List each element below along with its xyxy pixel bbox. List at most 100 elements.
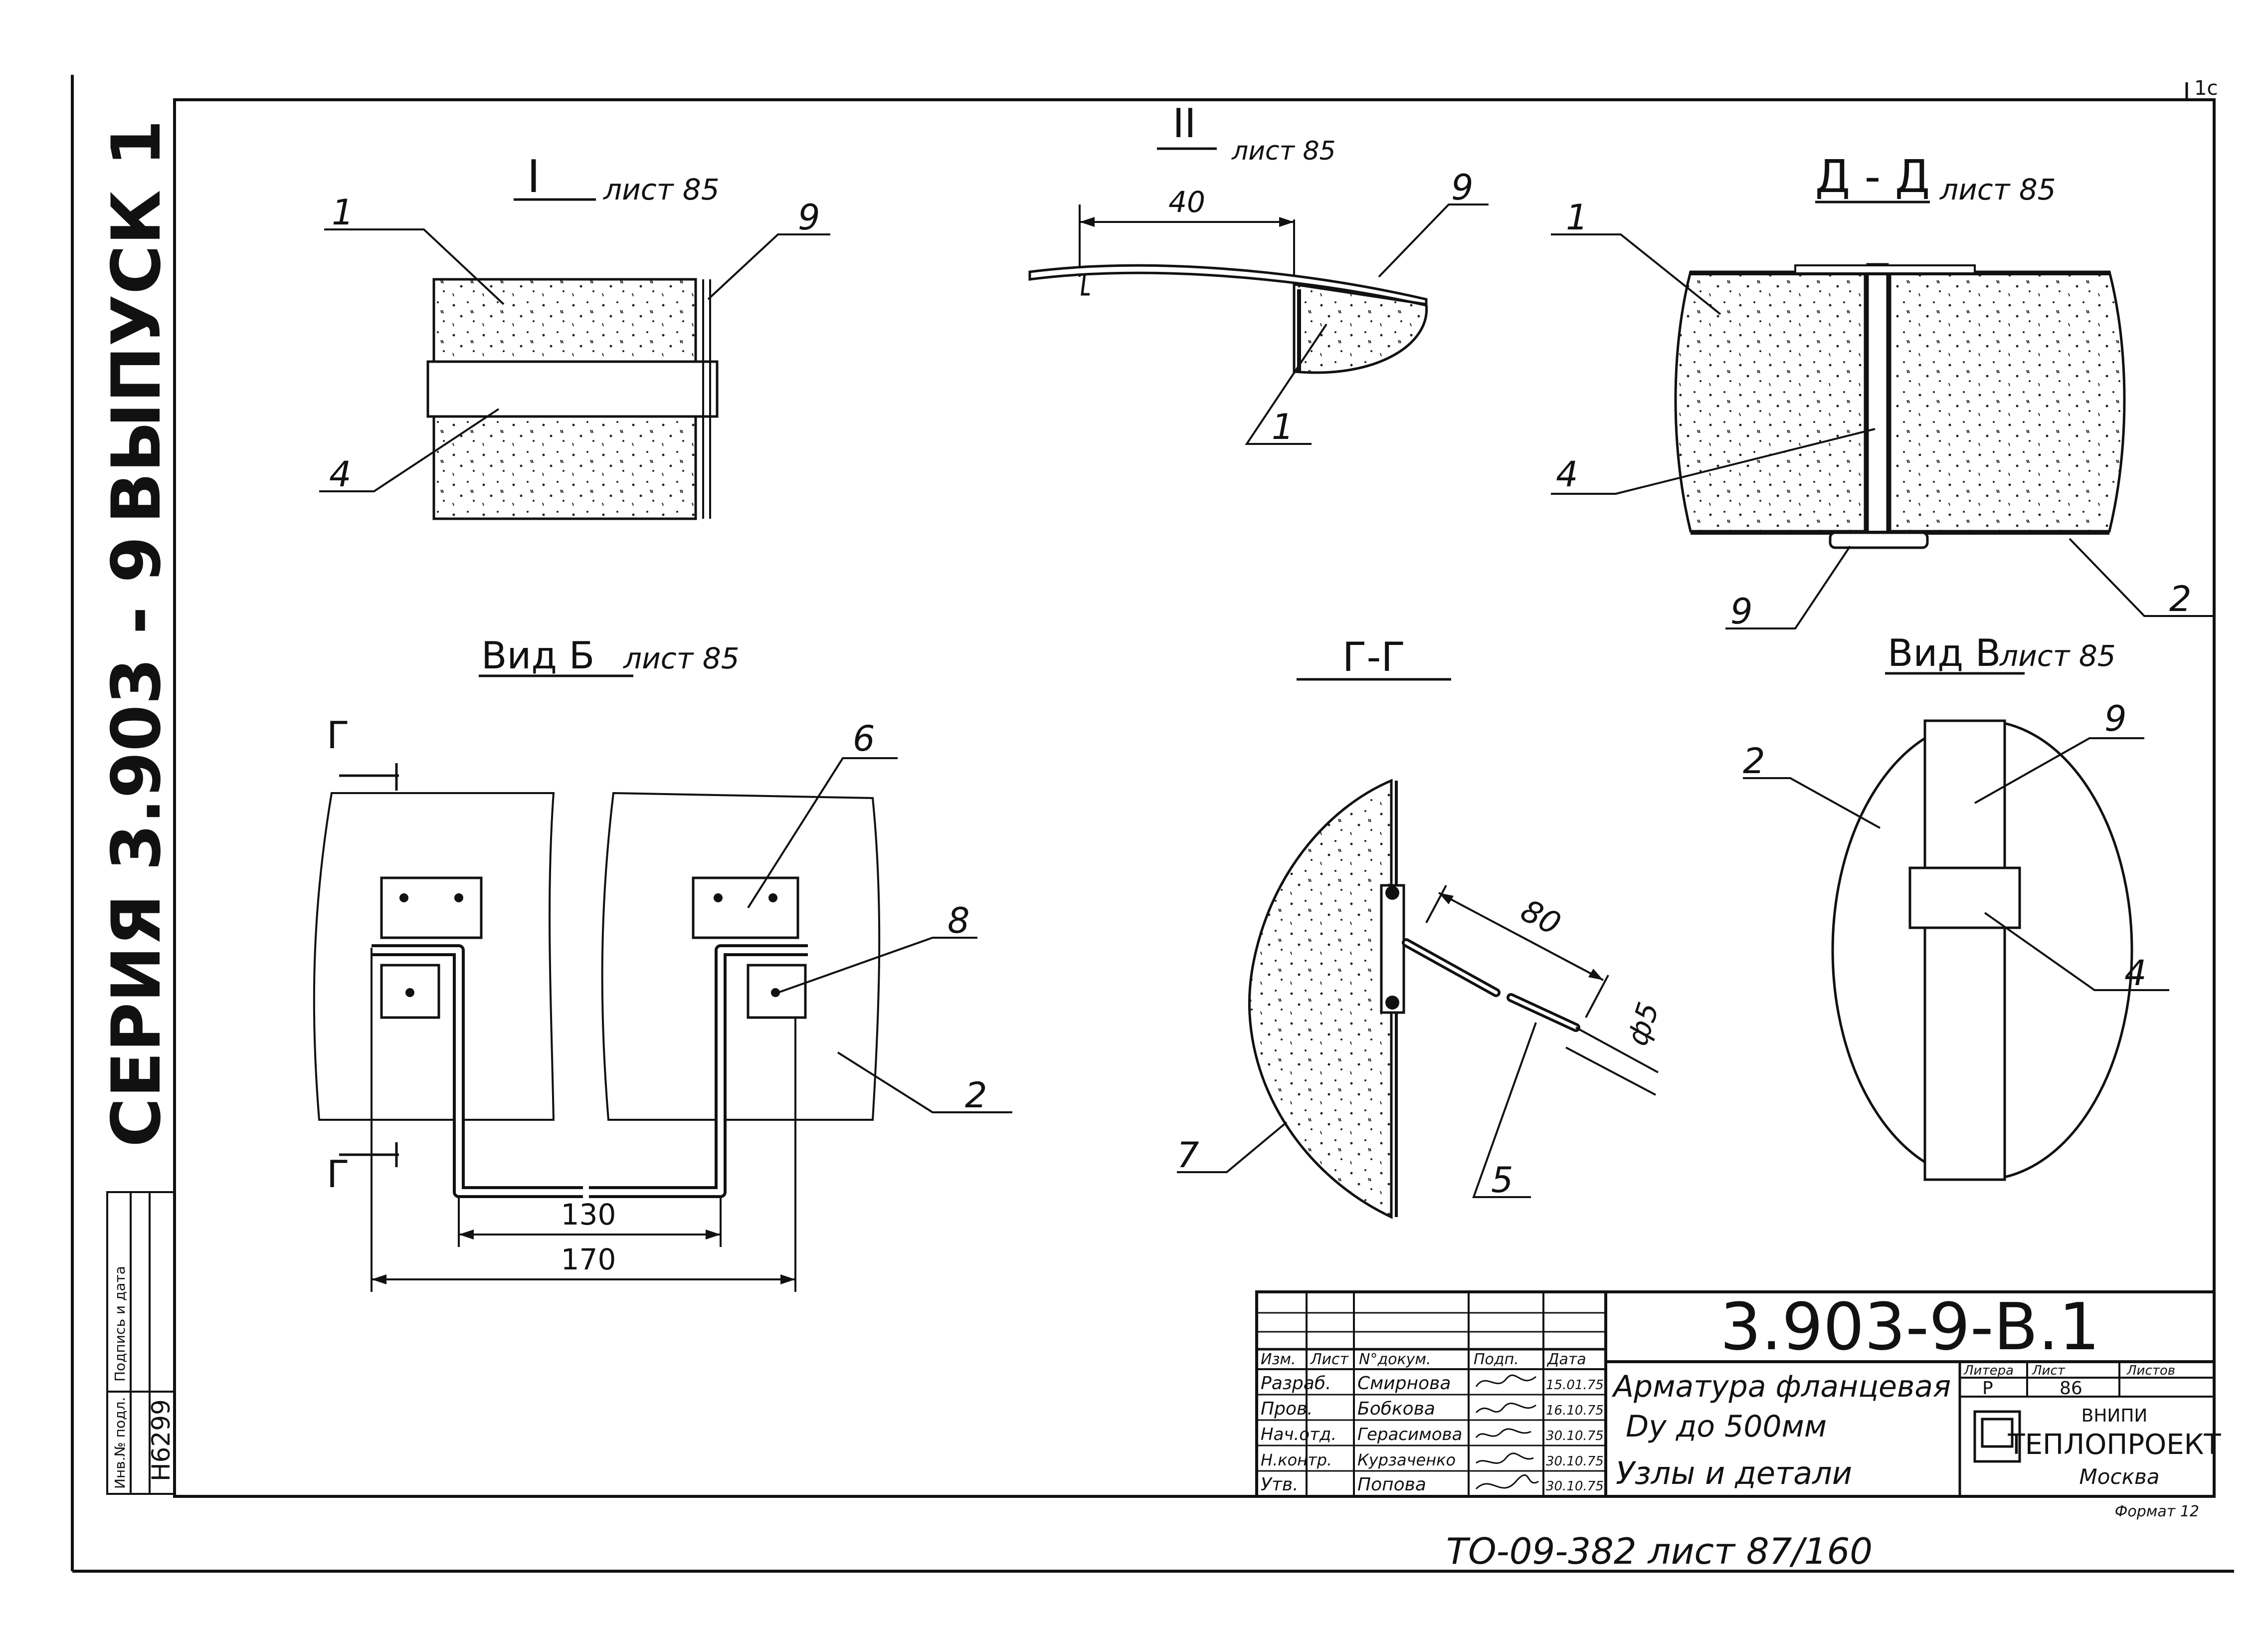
view-V-label-2: 2 xyxy=(1743,741,1765,782)
list-value: 86 xyxy=(2060,1378,2082,1399)
view-DD-insulation-left xyxy=(1674,270,1867,533)
col-header-dokum: N°докум. xyxy=(1359,1351,1431,1368)
section-G-top: Г xyxy=(327,713,350,757)
view-I-label-1: 1 xyxy=(332,192,354,233)
view-V-ref: лист 85 xyxy=(1999,639,2116,673)
row-date: 30.10.75 xyxy=(1546,1479,1604,1494)
side-stamp-inv-value: Н6299 xyxy=(147,1399,176,1481)
footer-ref: ТО-09-382 лист 87/160 xyxy=(1446,1530,1873,1572)
list-label: Лист xyxy=(2032,1363,2066,1378)
view-GG-dia: ф5 xyxy=(1620,998,1666,1049)
format-label: Формат 12 xyxy=(2115,1503,2199,1520)
view-DD-insulation-right xyxy=(1889,270,2126,533)
seriya-label: СЕРИЯ 3.903 - 9 xyxy=(97,536,176,1147)
org-line1: ВНИПИ xyxy=(2081,1406,2148,1426)
view-GG-dim-80: 80 xyxy=(1515,892,1566,942)
col-header-podp: Подп. xyxy=(1474,1351,1519,1368)
side-stamp xyxy=(106,1191,176,1495)
signature-scribbles xyxy=(1475,1374,1539,1490)
name-line1: Арматура фланцевая xyxy=(1611,1369,1951,1404)
view-B: Вид Б лист 85 Г Г 130 170 6 xyxy=(313,633,1012,1292)
view-V: Вид В лист 85 2 9 4 xyxy=(1743,631,2169,1181)
view-B-flange-right xyxy=(601,792,881,1121)
row-date: 16.10.75 xyxy=(1546,1403,1604,1418)
row-name: Бобкова xyxy=(1357,1399,1435,1419)
view-GG-insulation xyxy=(1248,779,1393,1219)
view-B-clip-left-top xyxy=(380,876,483,939)
view-II-label-9: 9 xyxy=(1451,167,1474,208)
side-stamp-podpis: Подпись и дата xyxy=(112,1266,128,1382)
view-B-flange-left xyxy=(313,792,555,1121)
view-I-band xyxy=(426,360,719,418)
name-line2: Dу до 500мм xyxy=(1626,1409,1827,1444)
col-header-izm: Изм. xyxy=(1261,1351,1296,1368)
litera-label: Литера xyxy=(1963,1363,2014,1378)
row-role: Пров. xyxy=(1261,1399,1313,1419)
view-II: II лист 85 40 9 1 xyxy=(1028,100,1489,447)
view-V-label-9: 9 xyxy=(2104,698,2127,739)
row-date: 30.10.75 xyxy=(1546,1429,1604,1444)
row-date: 15.01.75 xyxy=(1546,1378,1604,1393)
view-B-dim-170: 170 xyxy=(561,1242,616,1276)
view-B-title: Вид Б xyxy=(481,633,594,677)
org-line2: ТЕПЛОПРОЕКТ xyxy=(2007,1429,2221,1461)
view-B-dim-130: 130 xyxy=(561,1198,616,1232)
view-B-label-8: 8 xyxy=(947,900,970,941)
row-name: Герасимова xyxy=(1357,1425,1462,1444)
org-line3: Москва xyxy=(2079,1464,2160,1489)
view-I: I лист 85 1 9 4 xyxy=(319,151,830,520)
corner-mark: 1с xyxy=(2194,77,2218,100)
section-G-bottom: Г xyxy=(327,1152,350,1196)
view-DD-title: Д - Д xyxy=(1815,151,1930,203)
view-DD-ref: лист 85 xyxy=(1939,173,2056,206)
vypusk-label: ВЫПУСК 1 xyxy=(97,120,176,524)
view-I-label-9: 9 xyxy=(798,197,820,238)
view-II-label-1: 1 xyxy=(1272,407,1294,447)
view-V-title: Вид В xyxy=(1888,631,2001,675)
row-name: Смирнова xyxy=(1357,1373,1451,1394)
row-role: Н.контр. xyxy=(1261,1450,1332,1469)
view-DD: Д - Д лист 85 1 4 9 2 xyxy=(1551,151,2214,632)
view-GG-label-5: 5 xyxy=(1491,1160,1513,1201)
litera-value: Р xyxy=(1982,1378,1993,1399)
name-line3: Узлы и детали xyxy=(1616,1455,1852,1491)
view-V-label-4: 4 xyxy=(2124,953,2147,994)
signature-rows: Разраб. Смирнова 15.01.75 Пров. Бобкова … xyxy=(1261,1373,1604,1495)
view-DD-label-9: 9 xyxy=(1730,591,1753,632)
view-GG: Г-Г 80 ф5 7 5 xyxy=(1177,634,1666,1219)
org-logo xyxy=(1973,1410,2021,1463)
view-B-ref: лист 85 xyxy=(623,641,740,675)
doc-number: 3.903-9-В.1 xyxy=(1720,1289,2100,1365)
row-role: Разраб. xyxy=(1261,1373,1331,1394)
view-II-insulation xyxy=(1293,283,1428,374)
view-V-strip xyxy=(1923,719,2006,1181)
view-I-title: I xyxy=(527,151,541,203)
listov-label: Листов xyxy=(2126,1363,2175,1378)
col-header-list: Лист xyxy=(1310,1351,1349,1368)
view-V-band xyxy=(1908,866,2021,929)
col-header-data: Дата xyxy=(1546,1351,1586,1368)
view-GG-title: Г-Г xyxy=(1342,634,1405,680)
view-DD-label-4: 4 xyxy=(1556,454,1578,495)
view-B-label-6: 6 xyxy=(853,718,875,759)
series-block: ВЫПУСК 1 СЕРИЯ 3.903 - 9 xyxy=(97,120,176,1147)
view-DD-label-2: 2 xyxy=(2169,579,2192,619)
view-I-ref: лист 85 xyxy=(603,173,720,206)
view-II-dim-40: 40 xyxy=(1168,185,1205,219)
view-DD-label-1: 1 xyxy=(1566,197,1588,238)
side-stamp-inv-label: Инв.№ подл. xyxy=(112,1397,128,1489)
row-role: Нач.отд. xyxy=(1261,1425,1336,1444)
view-GG-label-7: 7 xyxy=(1177,1135,1199,1176)
view-II-title: II xyxy=(1172,100,1196,147)
sheet-frame xyxy=(71,75,2234,1573)
view-II-ref: лист 85 xyxy=(1231,136,1336,166)
view-I-label-4: 4 xyxy=(329,454,352,495)
title-block-header-row: Изм. Лист N°докум. Подп. Дата xyxy=(1261,1351,1586,1368)
view-B-clip-right-top xyxy=(692,876,799,939)
row-name: Курзаченко xyxy=(1357,1450,1456,1469)
row-role: Утв. xyxy=(1261,1474,1299,1495)
row-date: 30.10.75 xyxy=(1546,1454,1604,1469)
title-block xyxy=(1255,1290,2216,1498)
row-name: Попова xyxy=(1357,1474,1426,1495)
